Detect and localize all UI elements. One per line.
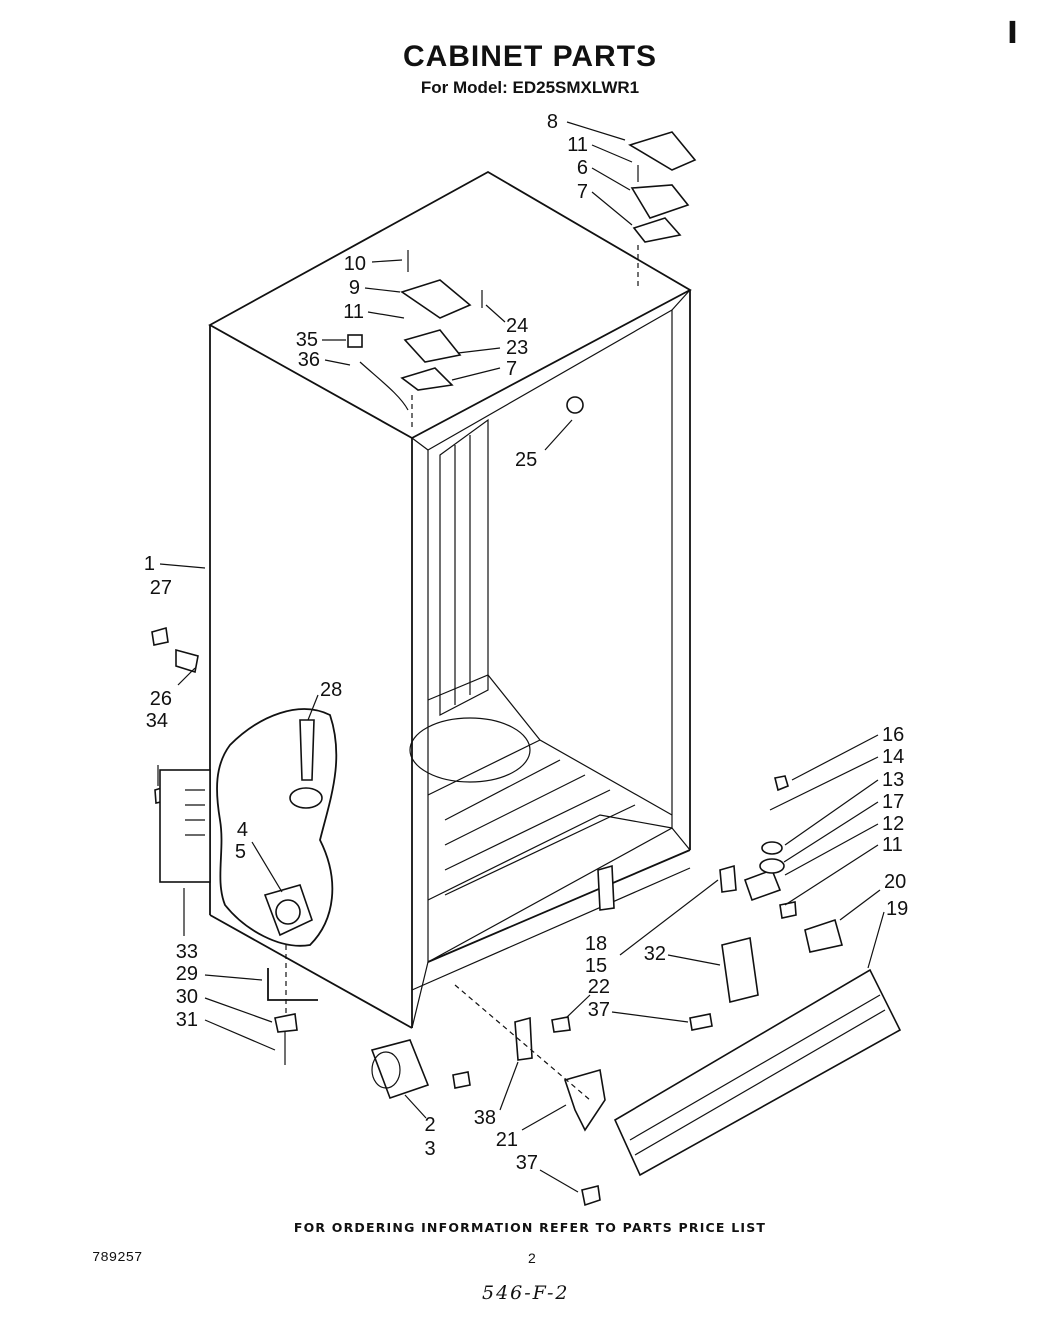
- callout-label: 37: [516, 1152, 538, 1174]
- callout-label: 26: [150, 688, 172, 710]
- top-right-hinge-group: [628, 131, 697, 290]
- callout-label: 13: [882, 769, 904, 791]
- bottom-parts: [370, 775, 902, 1207]
- callout-label: 28: [320, 679, 342, 701]
- document-number: 789257: [92, 1250, 143, 1266]
- callout-label: 11: [882, 834, 903, 856]
- callout-label: 34: [146, 710, 168, 732]
- callout-label: 30: [176, 986, 198, 1008]
- callout-label: 20: [884, 871, 906, 893]
- cabinet-body: [208, 170, 692, 1029]
- model-subtitle: For Model: ED25SMXLWR1: [420, 78, 640, 97]
- top-left-hinge-group: [347, 250, 584, 430]
- callout-label: 38: [474, 1107, 496, 1129]
- ordering-note: FOR ORDERING INFORMATION REFER TO PARTS …: [293, 1220, 767, 1235]
- callout-label: 8: [547, 111, 558, 133]
- callout-label: 16: [882, 724, 904, 746]
- rear-cutaway-outline: [216, 708, 338, 947]
- callout-label: 14: [882, 746, 904, 768]
- callout-label: 36: [298, 349, 320, 371]
- callout-label: 31: [176, 1009, 198, 1031]
- callout-label: 11: [567, 134, 588, 156]
- callout-label: 11: [343, 301, 364, 323]
- callout-label: 6: [577, 157, 588, 179]
- callout-label: 23: [506, 337, 528, 359]
- callout-label: 15: [585, 955, 607, 977]
- left-side-parts: [151, 626, 211, 883]
- callout-label: 32: [644, 943, 666, 965]
- callout-leaders: [157, 121, 885, 1193]
- callout-label: 18: [585, 933, 607, 955]
- corner-mark: I: [1006, 16, 1018, 51]
- callout-label: 2: [424, 1114, 435, 1136]
- callout-label: 21: [496, 1129, 518, 1151]
- callout-label: 10: [344, 253, 366, 275]
- mount-detail: [263, 719, 323, 1065]
- callout-label: 12: [882, 813, 904, 835]
- page-number: 2: [528, 1250, 536, 1266]
- callout-label: 35: [296, 329, 318, 351]
- page-title: CABINET PARTS: [402, 40, 658, 73]
- callout-label: 7: [577, 181, 588, 203]
- callout-label: 19: [886, 898, 908, 920]
- handwritten-note: 546-F-2: [482, 1282, 570, 1304]
- callout-label: 9: [349, 277, 360, 299]
- callout-label: 1: [144, 553, 155, 575]
- callout-label: 3: [424, 1138, 435, 1160]
- callout-label: 37: [588, 999, 610, 1021]
- callout-label: 29: [176, 963, 198, 985]
- callout-label: 33: [176, 941, 198, 963]
- callout-label: 4: [237, 819, 248, 841]
- callout-label: 7: [506, 358, 517, 380]
- callout-label: 25: [515, 449, 537, 471]
- callout-label: 24: [506, 315, 528, 337]
- callout-label: 22: [588, 976, 610, 998]
- callout-label: 27: [150, 577, 172, 599]
- callout-label: 17: [882, 791, 904, 813]
- callout-label: 5: [235, 841, 246, 863]
- callout-labels: 8 11 6 7 10 9 11 24 35 23 36 7 25 1 27 2…: [144, 111, 908, 1174]
